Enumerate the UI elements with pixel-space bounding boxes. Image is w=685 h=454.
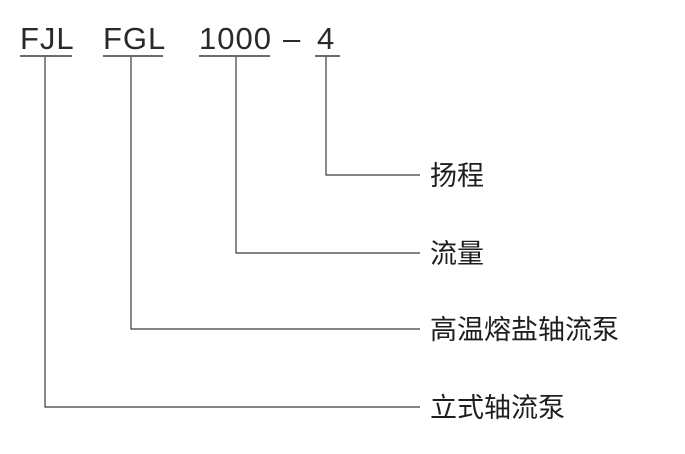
label-head: 扬程 xyxy=(430,161,484,192)
leader-line-head xyxy=(325,57,420,176)
leader-lines xyxy=(44,57,420,408)
model-code-row: FJL FGL 1000 – 4 xyxy=(20,21,340,57)
description-labels: 扬程 流量 高温熔盐轴流泵 立式轴流泵 xyxy=(430,161,619,424)
label-material: 高温熔盐轴流泵 xyxy=(430,315,619,346)
leader-line-flow xyxy=(235,57,420,254)
code-segment-type: FJL xyxy=(20,21,75,56)
code-separator: – xyxy=(283,21,301,56)
code-segment-flow: 1000 xyxy=(199,21,272,56)
code-segment-head: 4 xyxy=(317,21,335,56)
code-segment-material: FGL xyxy=(103,21,166,56)
leader-line-type xyxy=(44,57,420,408)
leader-line-material xyxy=(130,57,420,330)
label-flow: 流量 xyxy=(430,239,484,270)
label-type: 立式轴流泵 xyxy=(430,393,565,424)
